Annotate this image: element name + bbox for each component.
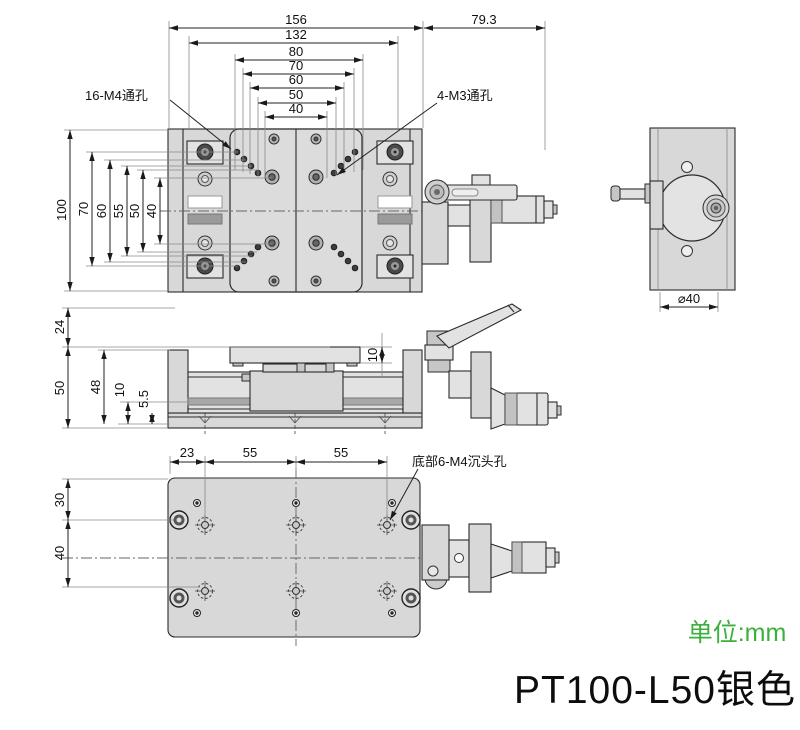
bottom-plate xyxy=(167,477,421,638)
side-clamp-lever xyxy=(424,303,523,373)
right-rail xyxy=(376,140,414,279)
dim-30: 30 xyxy=(52,493,67,507)
dim-60: 60 xyxy=(289,72,303,87)
left-height-dimensions: 100 70 60 55 50 40 xyxy=(54,129,272,292)
side-right-wall xyxy=(402,349,423,414)
dim-plate-10: 10 xyxy=(365,348,380,362)
label-4-m3: 4-M3通孔 xyxy=(437,88,493,103)
dim-55b: 55 xyxy=(334,445,348,460)
dim-100: 100 xyxy=(54,199,69,221)
product-title: PT100-L50银色 xyxy=(514,669,796,712)
dim-5-5: 5.5 xyxy=(136,390,151,408)
dim-70v: 70 xyxy=(76,202,91,216)
dim-50: 50 xyxy=(289,87,303,102)
bottom-micrometer xyxy=(421,523,560,593)
side-view xyxy=(167,303,562,434)
dim-55v: 55 xyxy=(111,204,126,218)
clamp-lever-end-view xyxy=(610,180,664,230)
dim-50s: 50 xyxy=(52,381,67,395)
dim-55a: 55 xyxy=(243,445,257,460)
dim-50v: 50 xyxy=(127,204,142,218)
dim-10s: 10 xyxy=(112,383,127,397)
side-carriage xyxy=(249,370,344,412)
side-micrometer xyxy=(448,351,562,430)
dim-48: 48 xyxy=(88,380,103,394)
end-hole-bottom xyxy=(681,245,693,257)
side-left-wall xyxy=(167,349,189,414)
dim-diameter-40: ⌀40 xyxy=(678,291,700,306)
dim-40v: 40 xyxy=(144,204,159,218)
small-through-holes xyxy=(193,499,396,617)
bottom-view xyxy=(62,468,560,646)
dim-40: 40 xyxy=(289,101,303,116)
dim-156: 156 xyxy=(285,12,307,27)
table-corner-holes xyxy=(268,133,322,287)
corner-counterbores xyxy=(169,510,421,608)
top-width-dimensions: 156 132 80 70 60 50 40 79.3 xyxy=(168,12,546,178)
dim-79-3: 79.3 xyxy=(471,12,496,27)
side-view-dimensions: 24 50 48 10 5.5 10 xyxy=(52,307,392,429)
dim-60v: 60 xyxy=(94,204,109,218)
hole-callouts: 16-M4通孔 4-M3通孔 xyxy=(85,88,493,176)
micrometer-top-view xyxy=(421,174,558,265)
side-top-plate xyxy=(229,346,361,364)
dim-70: 70 xyxy=(289,58,303,73)
t-slot-marks xyxy=(198,413,392,434)
label-16-m4: 16-M4通孔 xyxy=(85,88,148,103)
dim-40b: 40 xyxy=(52,546,67,560)
bottom-view-dimensions: 23 55 55 30 40 底部6-M4沉头孔 xyxy=(52,445,507,588)
end-hole-top xyxy=(681,161,693,173)
unit-label: 单位:mm xyxy=(688,619,787,647)
dim-80: 80 xyxy=(289,44,303,59)
dim-132: 132 xyxy=(285,27,307,42)
dim-23: 23 xyxy=(180,445,194,460)
lever-handle xyxy=(436,303,523,349)
table-center-holes xyxy=(264,169,324,251)
end-view: ⌀40 xyxy=(610,127,736,312)
top-view xyxy=(160,128,558,293)
dim-24: 24 xyxy=(52,320,67,334)
clamp-tab xyxy=(471,174,491,187)
m4-countersunk-holes xyxy=(195,515,397,601)
footer-text: 单位:mm PT100-L50银色 xyxy=(514,619,796,712)
label-bottom-m4: 底部6-M4沉头孔 xyxy=(412,454,507,469)
left-rail xyxy=(186,140,224,279)
